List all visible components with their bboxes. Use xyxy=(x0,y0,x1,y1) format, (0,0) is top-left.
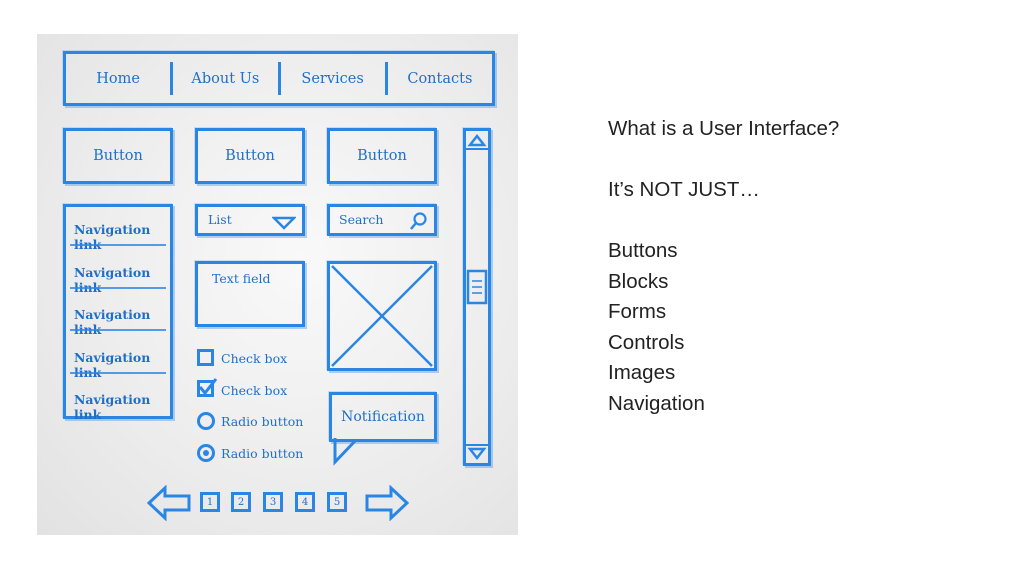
slide-item-navigation: Navigation xyxy=(608,391,705,415)
list-label: List xyxy=(208,212,232,227)
search-box[interactable]: Search xyxy=(327,204,437,236)
text-field-placeholder: Text field xyxy=(212,271,271,286)
page-1[interactable]: 1 xyxy=(200,492,220,512)
navigation-links-panel: Navigation link Navigation link Navigati… xyxy=(63,204,173,422)
nav-about-us[interactable]: About Us xyxy=(191,70,260,87)
slide-question: What is a User Interface? xyxy=(608,117,840,140)
radio-button-1[interactable] xyxy=(197,412,215,430)
checkbox-1-label: Check box xyxy=(221,351,288,366)
ui-wireframe-sketch: Home About Us Services Contacts Button B… xyxy=(37,34,518,535)
sketch-button-1[interactable]: Button xyxy=(63,128,173,184)
slide-item-images: Images xyxy=(608,361,676,384)
previous-arrow-icon[interactable] xyxy=(147,485,191,521)
navigation-link-2[interactable]: Navigation link xyxy=(74,265,151,295)
navigation-link-5[interactable]: Navigation link xyxy=(74,392,151,422)
search-placeholder: Search xyxy=(339,212,384,227)
navigation-link-1[interactable]: Navigation link xyxy=(74,222,151,252)
slide-item-forms: Forms xyxy=(608,300,667,323)
notification-bubble: Notification xyxy=(329,392,437,442)
scrollbar-arrows-icon xyxy=(466,133,488,461)
dropdown-arrow-icon xyxy=(272,216,296,230)
checkbox-1[interactable] xyxy=(197,349,214,366)
search-icon xyxy=(410,212,427,230)
navigation-link-3[interactable]: Navigation link xyxy=(74,307,151,337)
image-placeholder-icon xyxy=(331,265,433,367)
page-3[interactable]: 3 xyxy=(263,492,283,512)
nav-divider xyxy=(277,62,281,95)
radio-button-2-label: Radio button xyxy=(221,446,304,461)
radio-button-1-label: Radio button xyxy=(221,414,304,429)
slide-item-buttons: Buttons xyxy=(608,239,678,262)
nav-divider xyxy=(170,62,174,95)
page-5[interactable]: 5 xyxy=(327,492,347,512)
page-4[interactable]: 4 xyxy=(295,492,315,512)
top-navigation-bar: Home About Us Services Contacts xyxy=(63,51,495,106)
text-field[interactable]: Text field xyxy=(195,261,305,327)
nav-contacts[interactable]: Contacts xyxy=(407,70,473,87)
radio-button-2[interactable] xyxy=(197,444,215,462)
slide-subtitle: It’s NOT JUST… xyxy=(608,178,760,201)
next-arrow-icon[interactable] xyxy=(365,485,409,521)
notification-tail-icon xyxy=(333,438,358,466)
spacer xyxy=(608,206,839,237)
divider xyxy=(70,329,166,331)
slide-item-blocks: Blocks xyxy=(608,269,669,293)
nav-divider xyxy=(384,62,388,95)
checkmark-icon xyxy=(198,378,218,395)
spacer xyxy=(608,145,839,176)
divider xyxy=(70,244,166,246)
list-dropdown[interactable]: List xyxy=(195,204,305,236)
checkbox-2[interactable] xyxy=(197,378,218,397)
nav-home[interactable]: Home xyxy=(96,70,140,87)
image-placeholder xyxy=(327,261,437,371)
sketch-button-2[interactable]: Button xyxy=(195,128,305,184)
divider xyxy=(70,372,166,374)
nav-services[interactable]: Services xyxy=(301,70,364,87)
checkbox-2-label: Check box xyxy=(221,383,288,398)
page-2[interactable]: 2 xyxy=(231,492,251,512)
vertical-scrollbar[interactable] xyxy=(463,128,491,466)
divider xyxy=(70,287,166,289)
navigation-link-4[interactable]: Navigation link xyxy=(74,350,151,380)
sketch-button-3[interactable]: Button xyxy=(327,128,437,184)
slide-text: What is a User Interface? It’s NOT JUST…… xyxy=(608,114,839,419)
radio-selected-dot xyxy=(203,450,209,456)
slide-item-controls: Controls xyxy=(608,330,685,354)
